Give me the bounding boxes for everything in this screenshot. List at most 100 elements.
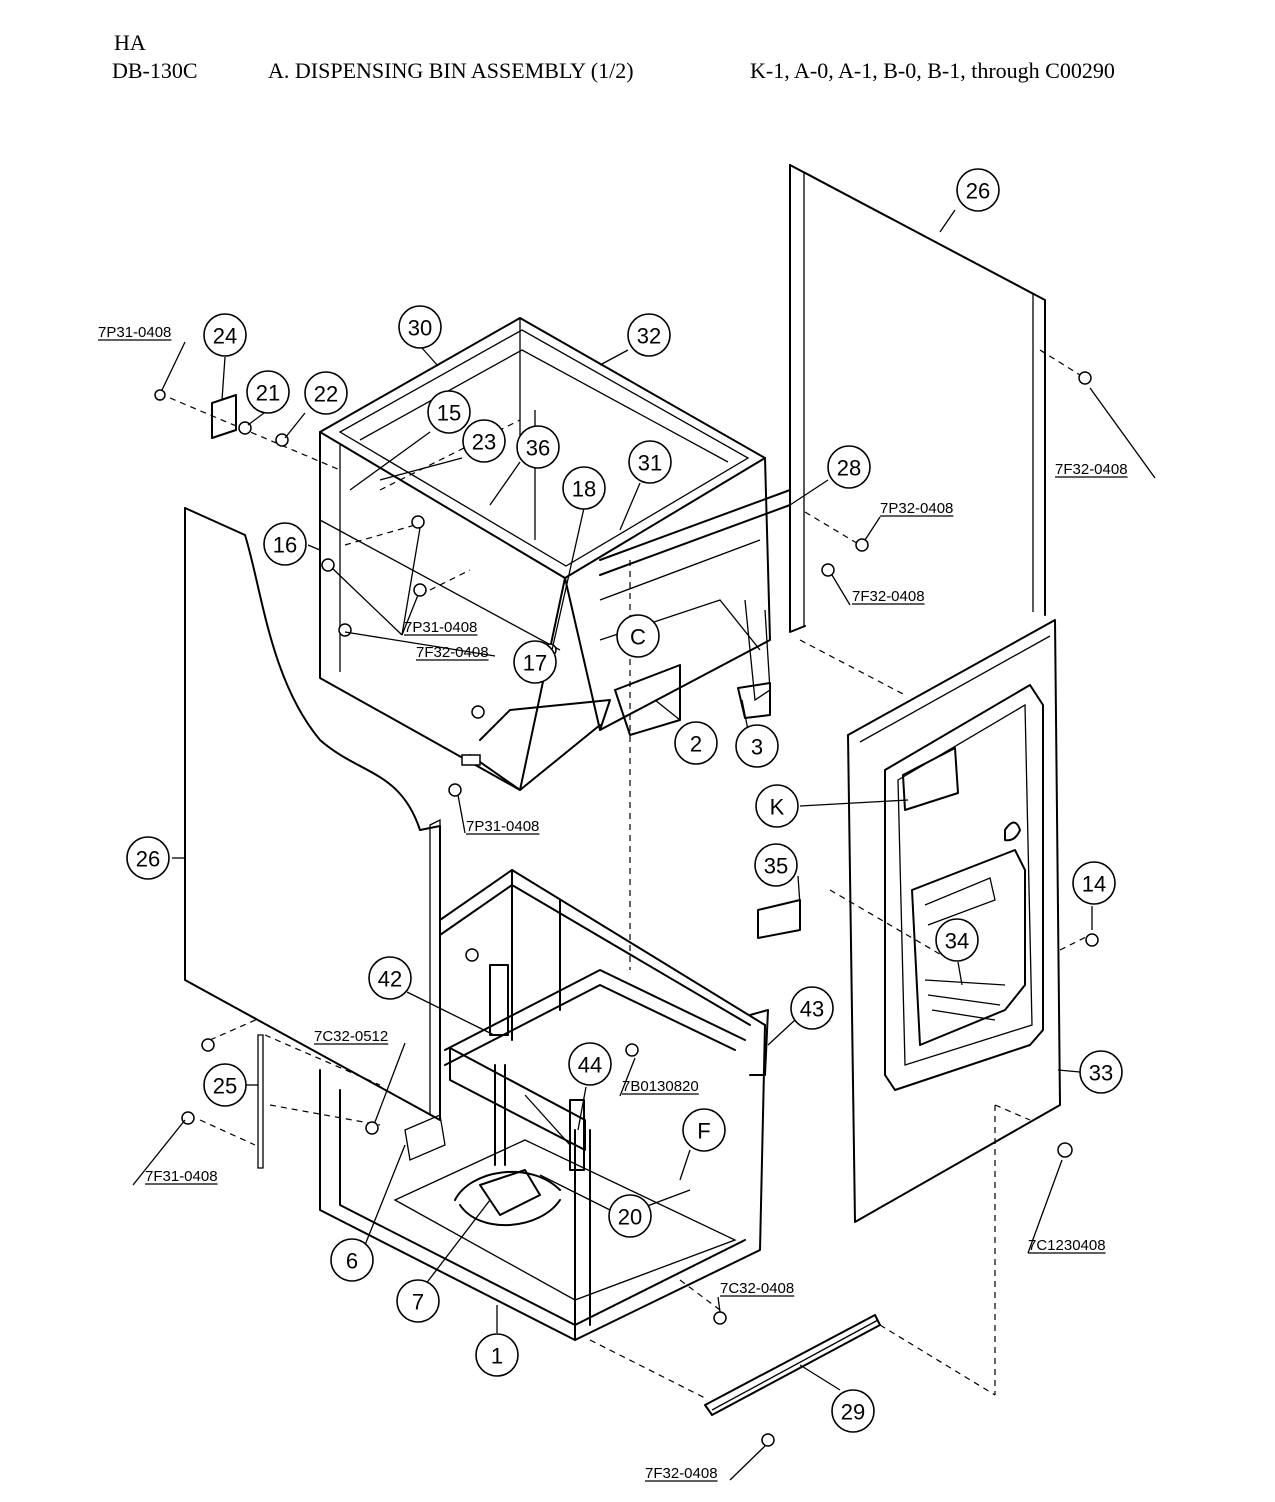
callout-27: 25 [203, 1063, 247, 1107]
callout-label: 20 [618, 1205, 642, 1230]
callout-label: 42 [378, 967, 402, 992]
part-code-label: 7F32-0408 [645, 1465, 718, 1482]
callout-9: 18 [562, 466, 606, 510]
callout-circle [568, 1042, 612, 1086]
callout-circle [616, 614, 660, 658]
callout-circle [1072, 861, 1116, 905]
callout-circle [608, 1194, 652, 1238]
callout-label: 3 [751, 735, 763, 760]
callout-circle [246, 370, 290, 414]
callout-label: 7 [412, 1290, 424, 1315]
callout-circle [513, 640, 557, 684]
callout-circle [475, 1333, 519, 1377]
callout-17: K [755, 784, 799, 828]
callout-circle [562, 466, 606, 510]
callout-circle [263, 522, 307, 566]
callout-13: 17 [513, 640, 557, 684]
brand-label: HA [114, 30, 146, 55]
part-code-7: 7C32-0512 [314, 1028, 389, 1045]
callout-label: 26 [136, 847, 160, 872]
callout-circle [304, 371, 348, 415]
callout-23: 43 [790, 986, 834, 1030]
callout-label: 23 [472, 430, 496, 455]
callout-label: 6 [346, 1249, 358, 1274]
left-side-panel [184, 507, 441, 1121]
page-header: HA DB-130C A. DISPENSING BIN ASSEMBLY (1… [0, 0, 1275, 100]
callout-20: 34 [935, 918, 979, 962]
callout-label: 32 [637, 324, 661, 349]
callout-circle [396, 1279, 440, 1323]
diagram-title: A. DISPENSING BIN ASSEMBLY (1/2) [268, 58, 634, 83]
callout-circle [1079, 1050, 1123, 1094]
callout-label: 26 [966, 179, 990, 204]
callout-8: 36 [516, 425, 560, 469]
callout-15: 2 [674, 721, 718, 765]
callout-label: 25 [213, 1074, 237, 1099]
callout-circle [516, 425, 560, 469]
callout-label: 34 [945, 929, 969, 954]
part-code-label: 7P31-0408 [98, 324, 171, 341]
part-code-label: 7C32-0512 [314, 1028, 388, 1045]
callout-1: 24 [203, 313, 247, 357]
callout-circle [126, 836, 170, 880]
serial-range: K-1, A-0, A-1, B-0, B-1, through C00290 [750, 58, 1115, 83]
callout-circle [935, 918, 979, 962]
callout-circle [203, 1063, 247, 1107]
callout-label: 17 [523, 651, 547, 676]
callout-label: 21 [256, 381, 280, 406]
part-code-label: 7C1230408 [1028, 1237, 1106, 1254]
callout-label: 28 [837, 456, 861, 481]
callout-label: 30 [408, 316, 432, 341]
callout-26: 33 [1079, 1050, 1123, 1094]
callout-circle [628, 440, 672, 484]
callout-label: 16 [273, 533, 297, 558]
part-code-label: 7B0130820 [622, 1078, 699, 1095]
callout-circle [755, 784, 799, 828]
callout-label: 22 [314, 382, 338, 407]
part-code-11: 7C32-0408 [720, 1280, 795, 1297]
callout-22: 42 [368, 956, 412, 1000]
part-code-6: 7P31-0408 [466, 818, 540, 835]
callout-label: 1 [491, 1344, 503, 1369]
part-code-labels: 7P31-0408 7F32-0408 7P32-0408 7F32-0408 7P31… [98, 324, 1128, 1482]
callout-label: 24 [213, 324, 237, 349]
callout-label: 29 [841, 1400, 865, 1425]
part-code-4: 7P31-0408 [404, 619, 478, 636]
callout-circle [790, 986, 834, 1030]
callout-circle [627, 313, 671, 357]
callout-circle [462, 419, 506, 463]
callout-circle [956, 168, 1000, 212]
callout-11: 28 [827, 445, 871, 489]
part-code-0: 7P31-0408 [98, 324, 172, 341]
callout-label: 43 [800, 997, 824, 1022]
part-code-9: 7F31-0408 [145, 1168, 218, 1185]
part-code-1: 7F32-0408 [1055, 461, 1128, 478]
front-panel [847, 619, 1061, 1223]
callout-28: 20 [608, 1194, 652, 1238]
callout-label: C [630, 625, 646, 650]
callout-circle [674, 721, 718, 765]
callout-31: 1 [475, 1333, 519, 1377]
callout-2: 21 [246, 370, 290, 414]
callout-label: K [770, 795, 785, 820]
part-code-label: 7P31-0408 [404, 619, 477, 636]
part-code-label: 7F31-0408 [145, 1168, 218, 1185]
callout-label: 44 [578, 1053, 602, 1078]
callout-25: F [682, 1108, 726, 1152]
part-code-label: 7F32-0408 [416, 644, 489, 661]
callout-label: 36 [526, 436, 550, 461]
callout-label: F [697, 1119, 710, 1144]
callout-4: 30 [398, 305, 442, 349]
callout-14: C [616, 614, 660, 658]
code-leaders [132, 341, 1156, 1481]
part-code-label: 7F32-0408 [1055, 461, 1128, 478]
callout-24: 44 [568, 1042, 612, 1086]
part-code-2: 7P32-0408 [880, 500, 954, 517]
lower-frame [319, 869, 769, 1341]
callout-label: 33 [1089, 1061, 1113, 1086]
callout-10: 31 [628, 440, 672, 484]
callout-32: 29 [831, 1389, 875, 1433]
part-code-3: 7F32-0408 [852, 588, 925, 605]
